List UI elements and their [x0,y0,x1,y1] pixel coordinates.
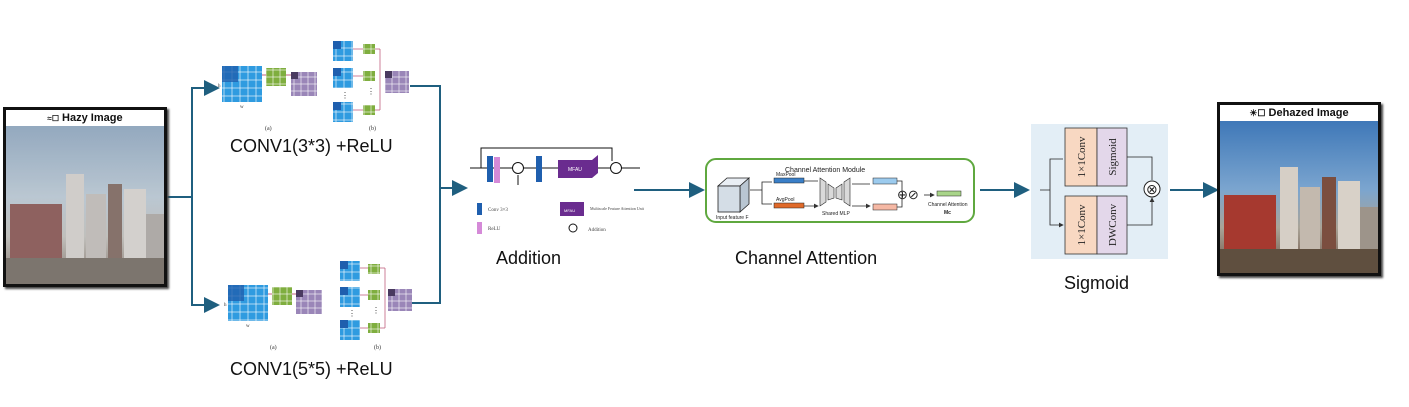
conv-bottom-diagram [228,261,412,340]
conv-bottom-kernel [272,287,292,305]
legend-mfau-label: Multiscale Feature Attention Unit [590,206,645,211]
arrow-merge-bottom [410,188,441,304]
legend-conv-swatch [477,203,482,215]
sigmoid-caption: Sigmoid [1064,273,1130,293]
addition-conv-block-1 [487,156,493,182]
main-arrows [166,80,1219,313]
sigmoid-top-conv-label: 1×1Conv [1076,136,1088,178]
hazy-image-photo [6,126,164,284]
ca-avgpool-bar [773,202,805,209]
addition-add-node-1 [512,162,524,174]
sigmoid-top-conv [1064,127,1098,187]
conv-top-dots-2: ⋮ [367,87,375,96]
ca-maxpool-label: MaxPool [776,172,795,178]
conv-top-sub-b: (b) [369,125,376,132]
sigmoid-bottom-act-label: DWConv [1107,203,1119,246]
ca-mlp-out-bottom [872,203,898,211]
conv-bottom-dim-h: h [224,303,227,308]
legend-mfau-swatch [560,202,584,216]
legend-add-swatch [568,223,578,233]
conv-bottom-dots-2: ⋮ [372,306,380,315]
dehazed-image-title: Dehazed Image [1268,107,1349,119]
conv-top-caption: CONV1(3*3) +ReLU [230,136,393,156]
ca-avgpool-label: AvgPool [776,197,795,203]
dehazed-image-photo [1220,121,1378,273]
dehazed-image-frame: ☀☐ Dehazed Image [1217,102,1381,276]
ca-mlp-out-top [872,177,898,185]
addition-diagram [470,147,640,234]
ca-shared-mlp [819,177,851,207]
arrow-merge-top [410,85,468,196]
channel-attention-caption: Channel Attention [735,248,878,268]
conv-bottom-caption: CONV1(5*5) +ReLU [230,359,393,379]
channel-attention-module [705,158,975,223]
addition-add-node-2 [610,162,622,174]
legend-relu-swatch [477,222,482,234]
addition-mfau-block [558,155,598,178]
arrow-split-bottom [191,197,220,313]
conv-bottom-dim-w: w [246,324,250,329]
sigmoid-multiply-symbol: ⊗ [1146,181,1158,197]
ca-output-bar [936,190,962,197]
ca-output-symbol: Mc [944,210,951,216]
sigmoid-bottom-act [1096,195,1128,255]
conv-top-sub-a: (a) [265,125,272,132]
sigmoid-bottom-conv [1064,195,1098,255]
conv-bottom-dots: ⋮ [348,309,356,318]
sigmoid-top-act [1096,127,1128,187]
ca-maxpool-bar [773,177,805,184]
conv-bottom-stack [340,261,412,340]
addition-caption: Addition [496,248,562,268]
sigmoid-top-act-label: Sigmoid [1107,138,1119,176]
hazy-image-frame: ≈☐ Hazy Image [3,107,167,287]
conv-top-dim-h: h [218,84,221,89]
legend-relu-label: ReLU [488,227,501,232]
ca-output-label: Channel Attention [928,202,968,208]
addition-relu-block [494,157,500,183]
conv-top-dim-w: w [240,105,244,110]
conv-top-kernel [266,68,286,86]
ca-input-cube [716,177,751,213]
dehazed-image-title-bar: ☀☐ Dehazed Image [1220,105,1378,121]
legend-mfau-box-label: MFAU [564,208,575,213]
arrow-split-top [166,80,220,198]
ca-input-label: Input feature F [716,215,749,221]
ca-shared-mlp-label: Shared MLP [822,211,850,217]
conv-bottom-sub-b: (b) [374,344,381,351]
conv-top-stack [333,41,409,122]
conv-bottom-sub-a: (a) [270,344,277,351]
hazy-image-title: Hazy Image [62,112,123,124]
conv-top-dots: ⋮ [341,91,349,100]
hazy-image-title-bar: ≈☐ Hazy Image [6,110,164,126]
legend-add-label: Addition [588,228,606,233]
conv-top-diagram [222,41,409,122]
haze-icon: ≈☐ [47,114,59,123]
sigmoid-block [1031,124,1168,259]
sun-icon: ☀☐ [1249,108,1266,118]
sigmoid-multiply-node [1143,180,1161,198]
addition-mfau-label: MFAU [568,167,582,173]
ca-op-symbols: ⊕⊘ [897,187,919,202]
addition-conv-block-2 [536,156,542,182]
sigmoid-bottom-conv-label: 1×1Conv [1076,204,1088,246]
ca-title: Channel Attention Module [785,167,865,174]
legend-conv-label: Conv 3×3 [488,208,508,213]
